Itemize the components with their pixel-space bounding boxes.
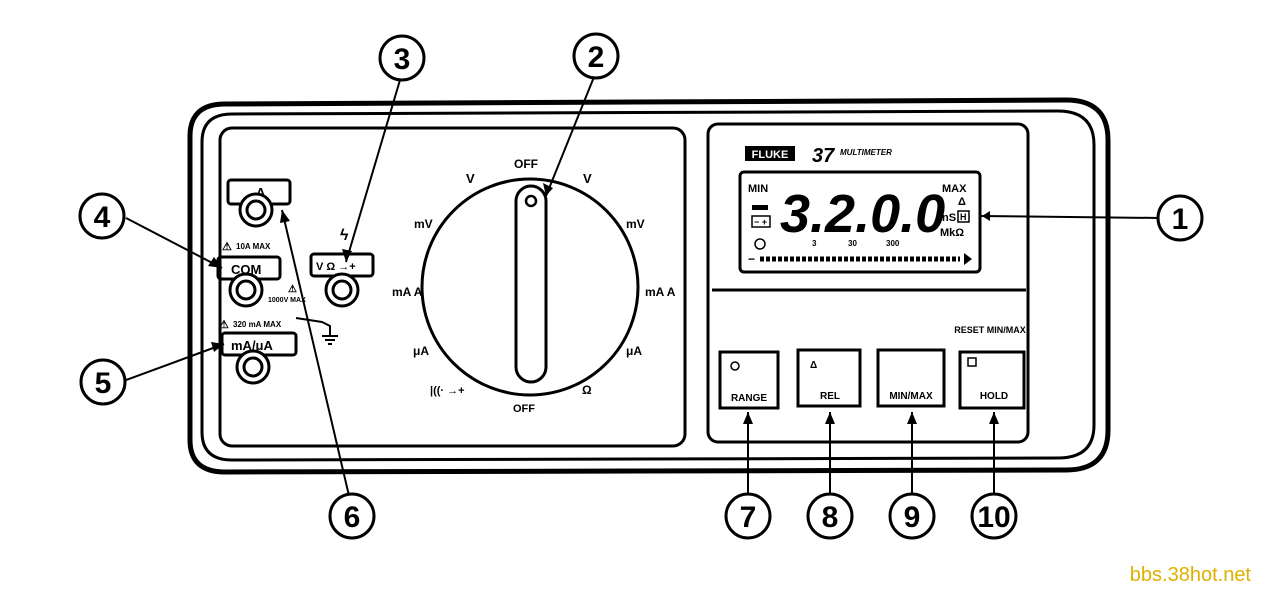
svg-text:1: 1 <box>1172 203 1189 236</box>
dial-pos-ma-dc: mA A <box>392 285 423 299</box>
lcd-battery-icon <box>751 215 771 228</box>
callout-4: 4 <box>78 192 126 240</box>
right-panel <box>706 122 1030 444</box>
lcd-mk-label: MkΩ <box>940 227 964 239</box>
com-terminal-label: COM <box>231 262 261 277</box>
rel-button[interactable] <box>796 348 862 408</box>
lcd-range-tick-300: 300 <box>886 239 900 248</box>
hold-button-label: HOLD <box>980 391 1008 402</box>
lcd-hold-box <box>957 210 970 223</box>
lcd-bar-minus: − <box>748 252 755 266</box>
ma-terminal-label: mA/μA <box>231 338 274 353</box>
ma-terminal-hole <box>242 356 264 378</box>
v-terminal-label: V Ω →+ <box>316 261 356 273</box>
lcd-reading: 3.2.0.0 <box>780 184 945 244</box>
lcd-range-tick-3: 3 <box>812 239 817 248</box>
delta-icon: Δ <box>810 360 817 371</box>
lcd-range-tick-30: 30 <box>848 239 857 248</box>
minmax-button[interactable] <box>876 348 946 408</box>
brand-logo <box>745 146 795 161</box>
com-terminal-hole <box>235 279 257 301</box>
callout-6: 6 <box>328 492 376 540</box>
svg-text:9: 9 <box>904 501 921 534</box>
callout-10: 10 <box>970 492 1018 540</box>
dial-knob[interactable] <box>514 184 548 384</box>
lcd-display <box>738 170 982 274</box>
dial-pos-ua-dc: μA <box>413 344 429 358</box>
svg-text:8: 8 <box>822 501 839 534</box>
callout-1: 1 <box>1156 194 1204 242</box>
rotary-dial[interactable] <box>420 177 640 397</box>
lcd-bargraph-arrow <box>964 253 972 265</box>
ma-terminal-jack <box>235 349 271 385</box>
callout-9: 9 <box>888 492 936 540</box>
lcd-delta-label: Δ <box>958 196 966 208</box>
callout-5: 5 <box>79 358 127 406</box>
callout-2: 2 <box>572 32 620 80</box>
svg-text:10: 10 <box>977 501 1010 534</box>
svg-text:2: 2 <box>588 41 605 74</box>
inner-case <box>200 109 1096 462</box>
hold-button[interactable] <box>958 350 1026 410</box>
dial-pos-ua-ac: μA <box>626 344 642 358</box>
dial-off-bottom: OFF <box>513 403 535 415</box>
range-icon <box>730 361 740 371</box>
com-warning: 10A MAX <box>236 242 271 251</box>
ground-icon <box>295 317 338 345</box>
svg-text:6: 6 <box>344 501 361 534</box>
svg-text:5: 5 <box>95 367 112 400</box>
watermark: bbs.38hot.net <box>1129 564 1251 586</box>
v-terminal-jack <box>324 272 360 308</box>
com-warning-icon: ⚠ <box>222 241 232 253</box>
range-button-label: RANGE <box>731 393 767 404</box>
dial-pos-v-dc: V <box>466 171 475 186</box>
hold-top-label: RESET MIN/MAX <box>954 325 1026 335</box>
dial-pos-ma-ac: mA A <box>645 285 676 299</box>
minmax-button-label: MIN/MAX <box>889 391 933 402</box>
dial-pointer <box>524 194 538 208</box>
svg-text:4: 4 <box>94 201 111 234</box>
leader-lines <box>125 71 1161 501</box>
model-product: MULTIMETER <box>840 148 892 157</box>
dial-off-top: OFF <box>514 157 538 171</box>
rel-button-label: REL <box>820 391 840 402</box>
v-terminal-hole <box>331 279 353 301</box>
model-number: 37 <box>812 145 835 167</box>
callout-8: 8 <box>806 492 854 540</box>
leader-arrowheads <box>208 183 999 424</box>
lcd-auto-icon <box>754 238 766 250</box>
dial-pos-diode: |((· →+ <box>430 385 465 397</box>
callout-7: 7 <box>724 492 772 540</box>
v-warning-icon: ⚠ <box>288 284 297 295</box>
svg-text:7: 7 <box>740 501 757 534</box>
hold-icon <box>967 357 977 367</box>
lcd-battery-symbol: − + <box>754 217 767 227</box>
lcd-max-label: MAX <box>942 183 967 195</box>
dial-pos-mv-ac: mV <box>626 217 645 231</box>
outer-case <box>187 97 1111 475</box>
ma-warning-icon: ⚠ <box>219 319 229 331</box>
callout-3: 3 <box>378 34 426 82</box>
a-terminal-jack <box>238 192 274 228</box>
dial-pos-v-ac: V <box>583 171 592 186</box>
dial-pos-mv-dc: mV <box>414 217 433 231</box>
range-button[interactable] <box>718 350 780 410</box>
lcd-min-label: MIN <box>748 183 768 195</box>
lcd-ns-label: nS <box>942 212 956 224</box>
a-terminal-label: A <box>256 185 266 200</box>
lightning-icon: ϟ <box>340 227 349 244</box>
lcd-minus-segment <box>752 205 768 210</box>
dial-pos-ohm: Ω <box>582 383 592 397</box>
com-terminal-jack <box>228 272 264 308</box>
a-terminal-hole <box>245 199 267 221</box>
brand-logo-text: FLUKE <box>752 149 789 161</box>
lcd-hold-label: H <box>960 212 967 222</box>
ma-warning: 320 mA MAX <box>233 320 282 329</box>
svg-text:3: 3 <box>394 43 411 76</box>
v-warning: 1000V MAX <box>268 297 306 304</box>
left-panel <box>218 126 687 448</box>
